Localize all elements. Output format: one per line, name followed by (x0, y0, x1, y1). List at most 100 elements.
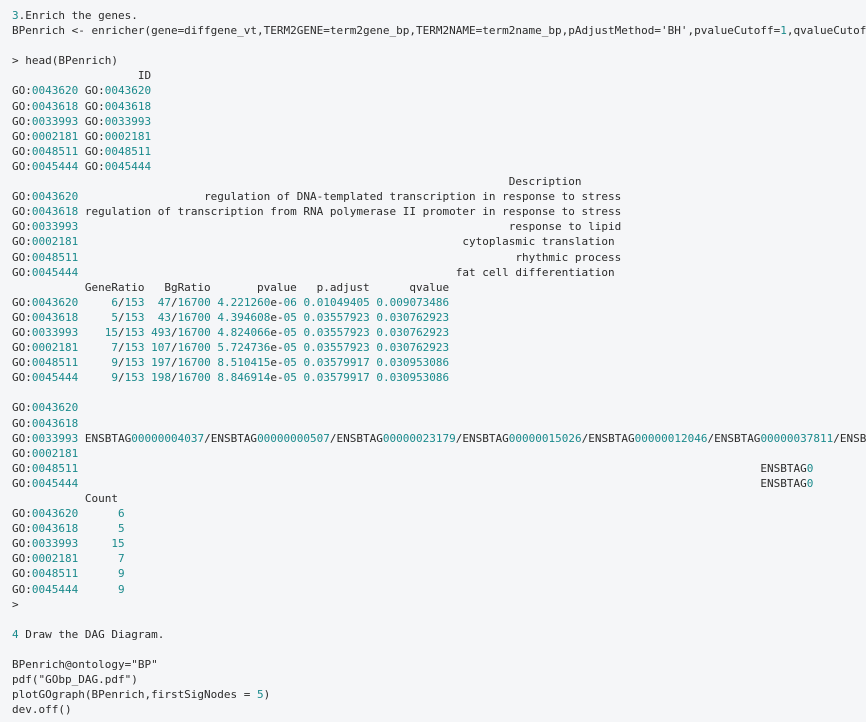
console-text: regulation of DNA-templated transcriptio… (78, 190, 622, 204)
console-text: ENSBTAG (78, 476, 807, 490)
console-number: 0043620 (104, 84, 152, 98)
console-number: 0043618 (31, 522, 79, 536)
console-text: response to lipid (78, 220, 622, 234)
console-number: 6 (111, 295, 118, 309)
r-console-output[interactable]: 3.Enrich the genes.BPenrich <- enricher(… (12, 8, 866, 722)
console-number: 05 (283, 371, 297, 385)
console-line: GO:0045444 GO:0045444 (12, 159, 866, 174)
console-number: 0045444 (31, 582, 79, 596)
console-line: BPenrich <- enricher(gene=diffgene_vt,TE… (12, 23, 866, 38)
console-number: 0043618 (31, 205, 79, 219)
console-text (78, 371, 111, 384)
console-text: GO: (12, 99, 32, 113)
console-line: 4 Draw the DAG Diagram. (12, 627, 866, 642)
console-text: / (170, 295, 178, 309)
console-number: 47 (157, 295, 171, 309)
console-text: GO: (78, 114, 105, 128)
console-text: GO: (12, 446, 32, 460)
console-number: 16700 (177, 310, 211, 324)
console-text (78, 507, 118, 520)
console-number: 0.009073486 (376, 295, 450, 309)
console-number: 9 (111, 371, 118, 385)
console-text: e- (270, 341, 284, 355)
console-line: GO:0048511 GO:0048511 (12, 144, 866, 159)
console-number: 0045444 (31, 371, 79, 385)
console-number: 0 (806, 476, 814, 490)
console-line: GO:0048511 rhythmic process (12, 250, 866, 265)
console-text: GO: (78, 129, 105, 143)
console-text: pdf("GObp_DAG.pdf") (12, 673, 138, 687)
console-text: GO: (12, 250, 32, 264)
console-number: 8.846914 (217, 371, 271, 385)
console-text: plotGOgraph(BPenrich,firstSigNodes = (12, 688, 258, 702)
console-number: 5.724736 (217, 341, 271, 355)
console-line: > (12, 597, 866, 612)
console-number: 198 (151, 371, 171, 385)
console-line: GO:0002181 7 (12, 551, 866, 566)
console-line: 3.Enrich the genes. (12, 8, 866, 23)
console-text: Description (12, 175, 582, 189)
console-text: GO: (78, 84, 105, 98)
console-line: ID (12, 68, 866, 83)
console-text: ) (263, 688, 271, 702)
console-number: 0.03557923 (303, 310, 370, 324)
console-number: 0043618 (31, 310, 79, 324)
console-text: /ENSBTAG (707, 431, 761, 445)
console-number: 16700 (177, 325, 211, 339)
console-number: 107 (151, 341, 171, 355)
console-number: 0045444 (31, 159, 79, 173)
console-text: /ENSBTAG (204, 431, 258, 445)
console-text: GO: (78, 159, 105, 173)
console-text: ENSBTAG (78, 431, 132, 445)
console-number: 0033993 (31, 114, 79, 128)
console-line: GO:0048511 9/153 197/16700 8.510415e-05 … (12, 355, 866, 370)
console-number: 0048511 (31, 144, 79, 158)
console-text: GO: (12, 476, 32, 490)
console-number: 153 (124, 371, 145, 385)
console-text: /ENSBTAG (833, 431, 866, 445)
console-text (78, 583, 118, 596)
console-text: ENSBTAG (78, 461, 807, 475)
console-number: 4.221260 (217, 295, 271, 309)
console-number: 15 (104, 325, 118, 339)
console-number: 43 (157, 310, 171, 324)
console-number: 0.030762923 (376, 310, 450, 324)
console-line: GO:0033993 response to lipid (12, 219, 866, 234)
console-number: 153 (124, 295, 145, 309)
console-text (78, 341, 111, 354)
console-line: GO:0002181 (12, 446, 866, 461)
console-line (12, 642, 866, 657)
console-text: e- (270, 310, 284, 324)
console-line: GeneRatio BgRatio pvalue p.adjust qvalue (12, 280, 866, 295)
console-text: e- (270, 371, 284, 385)
console-text: fat cell differentiation (78, 265, 615, 279)
console-text (78, 537, 111, 550)
console-line (12, 38, 866, 53)
console-line: GO:0045444 fat cell differentiation (12, 265, 866, 280)
console-text: ,qvalueCutoff= (786, 24, 866, 38)
console-text: /ENSBTAG (329, 431, 383, 445)
console-text: ID (12, 69, 152, 83)
console-line: pdf("GObp_DAG.pdf") (12, 672, 866, 687)
console-text: GO: (12, 431, 32, 445)
console-number: 05 (283, 341, 297, 355)
console-line: GO:0043618 5/153 43/16700 4.394608e-05 0… (12, 310, 866, 325)
console-number: 00000000507 (257, 431, 330, 445)
console-line: Count (12, 491, 866, 506)
console-number: 493 (151, 325, 171, 339)
console-line: GO:0048511 9 (12, 566, 866, 581)
console-number: 16700 (177, 371, 211, 385)
console-line: GO:0043620 6/153 47/16700 4.221260e-06 0… (12, 295, 866, 310)
console-text: GO: (12, 341, 32, 355)
console-text: GO: (12, 416, 32, 430)
console-text: / (170, 356, 178, 370)
console-text: > (12, 597, 19, 611)
console-line: GO:0033993 15/153 493/16700 4.824066e-05… (12, 325, 866, 340)
console-text: GO: (12, 582, 32, 596)
console-number: 06 (283, 295, 297, 309)
console-line: plotGOgraph(BPenrich,firstSigNodes = 5) (12, 687, 866, 702)
console-number: 0.030953086 (376, 356, 450, 370)
console-number: 00000015026 (508, 431, 582, 445)
console-line: GO:0045444 9/153 198/16700 8.846914e-05 … (12, 370, 866, 385)
console-text: /ENSBTAG (581, 431, 635, 445)
